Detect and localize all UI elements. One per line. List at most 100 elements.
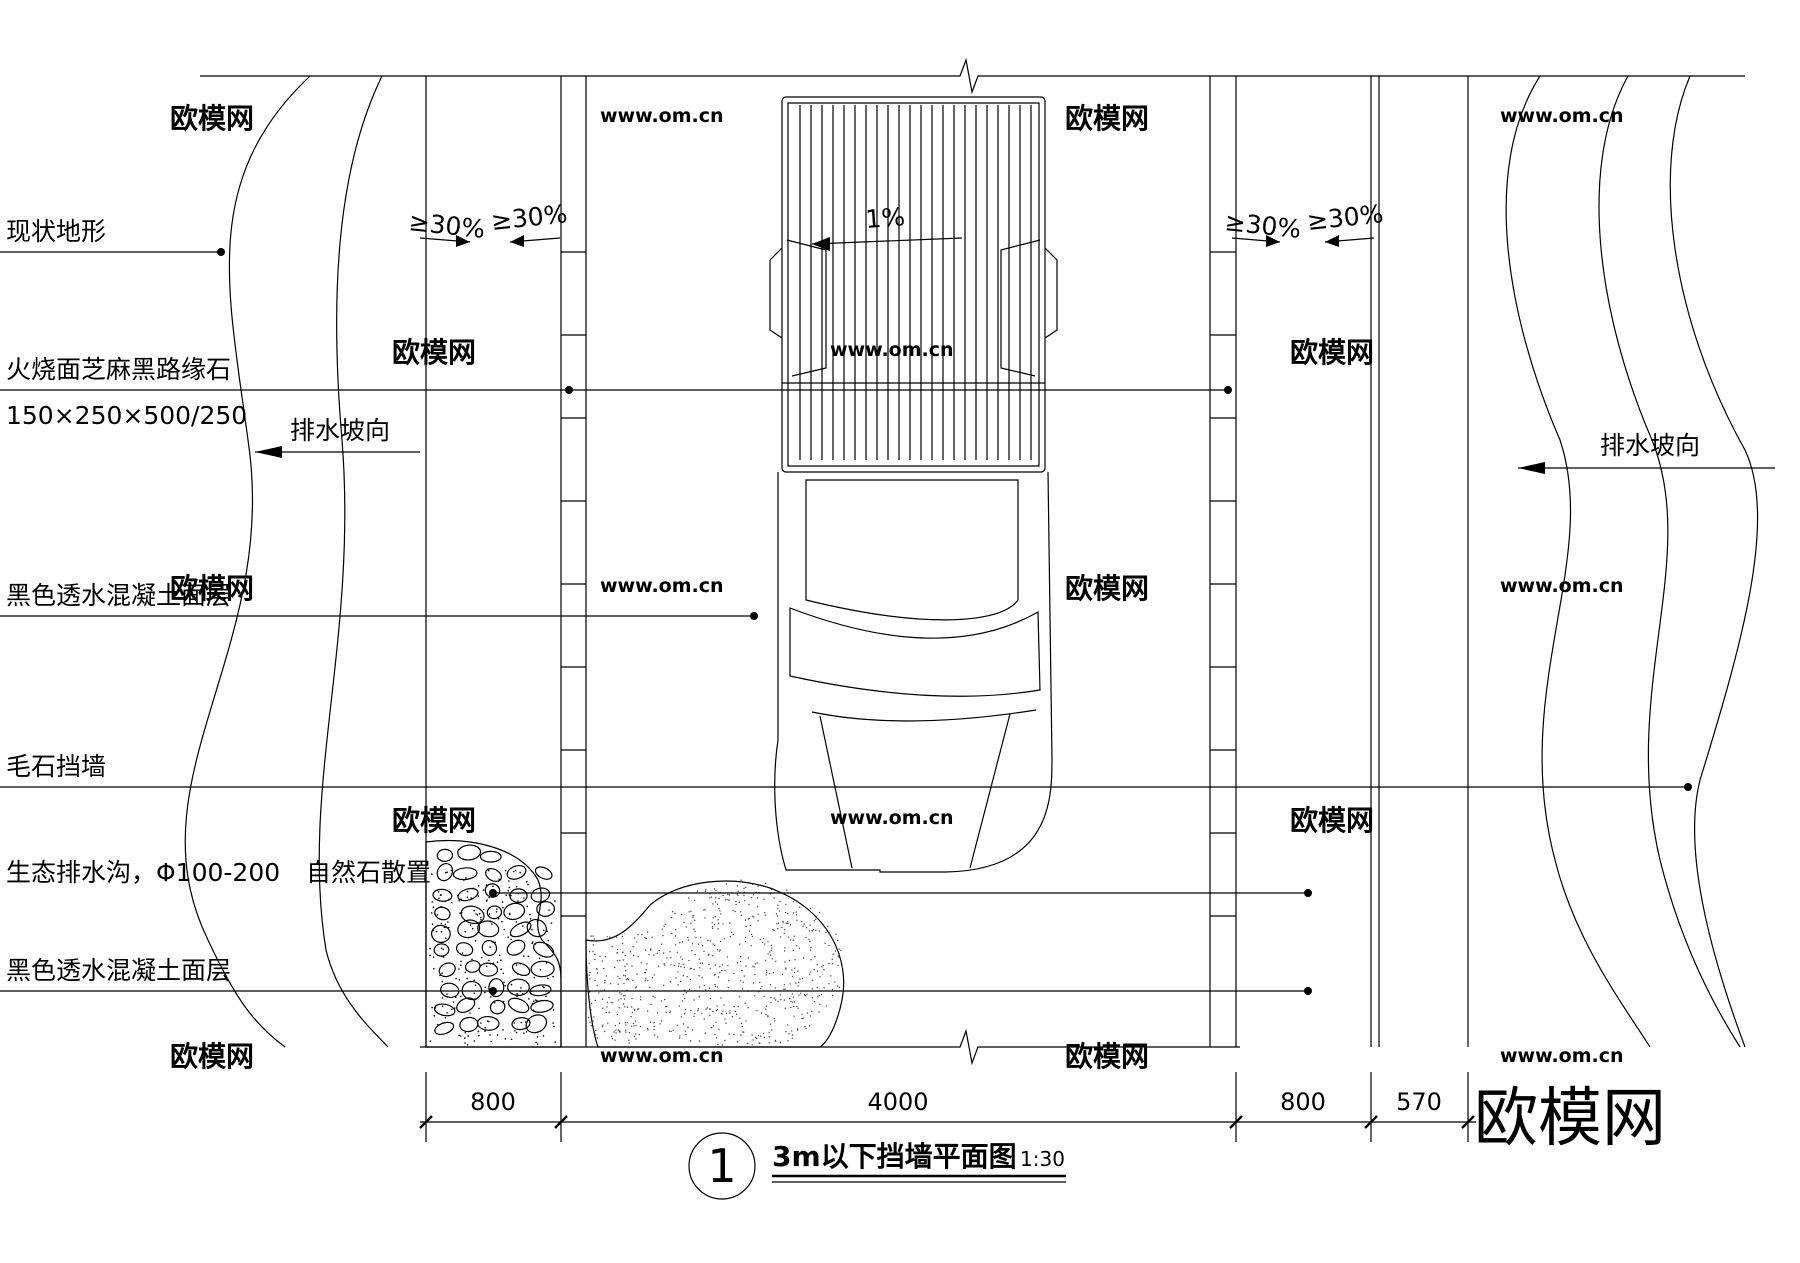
stipple-dot [592,935,594,937]
stipple-dot [473,1040,476,1042]
stipple-dot [689,967,691,970]
stipple-dot [743,975,745,977]
label-natural-stone: 自然石散置 [306,858,431,887]
stipple-dot [791,993,793,995]
stipple-dot [665,1011,667,1013]
stipple-dot [791,975,794,978]
stipple-dot [725,883,728,885]
stipple-dot [594,958,596,961]
stipple-dot [624,954,627,957]
stipple-dot [542,985,544,988]
stipple-dot [498,878,501,880]
stipple-dot [610,983,612,985]
stipple-dot [684,1009,687,1011]
stipple-dot [784,929,786,931]
stipple-dot [492,962,495,964]
stipple-dot [803,923,806,925]
stipple-dot [432,906,435,908]
stipple-dot [813,1000,816,1003]
stipple-dot [659,1023,661,1025]
stipple-dot [513,870,515,873]
stipple-dot [768,1036,770,1038]
stipple-dot [735,900,737,903]
stipple-dot [617,983,619,985]
stipple-dot [754,963,757,965]
stipple-dot [633,1035,636,1038]
stipple-dot [625,1031,627,1033]
stipple-dot [441,980,444,983]
stipple-dot [811,979,814,981]
stipple-dot [755,1036,757,1039]
stipple-dot [443,926,446,929]
stipple-dot [482,908,485,911]
watermark-layer: 欧模网 www.om.cn 欧模网 www.om.cn 欧模网 www.om.c… [170,102,1624,1073]
stipple-dot [744,936,747,938]
stipple-dot [701,962,704,964]
stipple-dot [701,976,703,979]
stipple-dot [441,955,443,958]
stipple-dot [688,897,690,899]
stipple-dot [473,992,476,994]
stipple-dot [676,1024,678,1026]
natural-stone [507,997,530,1014]
stipple-dot [601,1025,604,1028]
watermark-url: www.om.cn [600,575,724,597]
stipple-dot [792,949,794,952]
stipple-dot [513,1022,515,1024]
stipple-dot [508,894,511,896]
stipple-dot [622,942,624,944]
stipple-dot [687,1026,689,1029]
stipple-dot [490,996,492,998]
stipple-dot [644,937,646,939]
stipple-dot [536,1036,539,1038]
stipple-dot [606,1006,608,1008]
stipple-dot [653,1029,655,1031]
label-drain-slope-right: 排水坡向 [1600,431,1700,460]
stipple-dot [646,1010,649,1012]
stipple-dot [444,1017,447,1019]
stipple-dot [813,920,815,922]
stipple-dot [770,944,773,946]
stipple-dot [487,869,490,872]
stipple-dot [629,950,632,953]
stipple-dot [442,941,444,943]
natural-stone [457,887,479,902]
stipple-dot [475,913,477,915]
stipple-dot [717,928,719,930]
stipple-dot [626,1006,629,1008]
stipple-dot [470,897,472,899]
terrain-contour-left-outer [185,76,310,1047]
stipple-dot [678,1005,680,1007]
stipple-dot [764,882,767,885]
stipple-dot [500,959,502,961]
natural-stone [530,999,554,1013]
stipple-dot [606,1001,609,1003]
stipple-dot [832,953,834,955]
truck-bed-ribs [800,105,1031,460]
stipple-dot [464,1037,466,1039]
stipple-dot [679,942,681,944]
stipple-dot [838,956,840,958]
stipple-dot [670,1030,672,1033]
stipple-dot [756,906,759,908]
stipple-dot [727,899,729,901]
stipple-dot [771,947,773,949]
truck-hood-crease-left [820,716,852,868]
stipple-dot [725,1012,728,1015]
stipple-dot [719,972,721,974]
stipple-dot [653,954,655,956]
stipple-dot [466,890,469,893]
stipple-dot [620,993,623,995]
stipple-dot [704,1032,706,1034]
stipple-dot [785,911,787,914]
stipple-dot [515,964,518,966]
stipple-dot [590,935,592,937]
stipple-dot [645,969,647,971]
leader-dot [217,248,225,256]
natural-stone [461,980,483,1001]
stipple-dot [608,1011,610,1014]
drain-arrowhead-left [255,446,282,458]
slope-arrowhead [510,235,524,247]
stipple-dot [626,978,629,980]
drawing-title-block: 1 3m以下挡墙平面图 1:30 [707,1139,1065,1193]
